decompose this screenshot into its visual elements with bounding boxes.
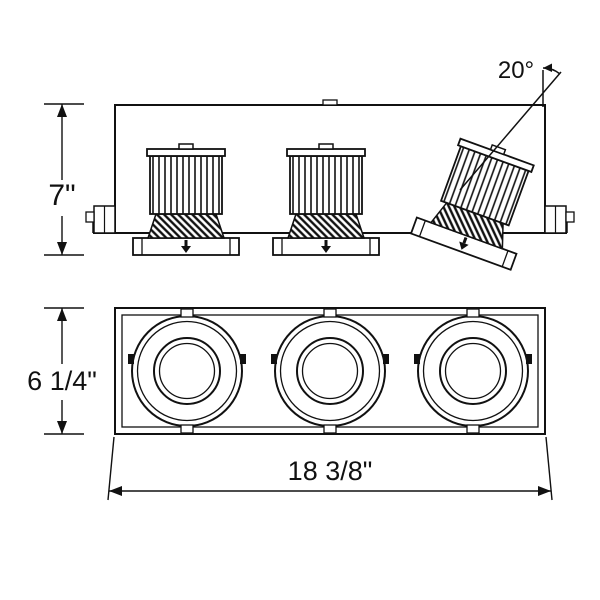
angle-arc-arrowhead xyxy=(543,63,552,72)
extension-line-right xyxy=(545,436,553,501)
extension-line-left xyxy=(107,436,115,501)
arrowhead-down xyxy=(57,242,67,255)
arrowhead-right xyxy=(538,486,551,496)
left-mounting-bracket xyxy=(85,205,116,234)
gimbal-ring xyxy=(422,320,524,422)
arrowhead-up xyxy=(57,104,67,117)
bottom-tab xyxy=(466,424,480,434)
bracket-tab xyxy=(85,211,95,223)
left-clip xyxy=(271,354,277,364)
bracket-tab xyxy=(565,211,575,223)
housing-top-notch xyxy=(322,99,338,106)
gimbal-ring xyxy=(136,320,238,422)
arrowhead-up xyxy=(57,308,67,321)
tilt-angle-label: 20° xyxy=(498,57,534,84)
right-clip xyxy=(526,354,532,364)
top-tab xyxy=(323,308,337,318)
lamp-aperture xyxy=(158,342,216,400)
side-view: 20° xyxy=(85,57,575,271)
top-tab xyxy=(180,308,194,318)
bottom-view xyxy=(114,307,546,435)
height-dimension-label: 7" xyxy=(48,179,75,212)
right-mounting-bracket xyxy=(544,205,575,234)
left-clip xyxy=(414,354,420,364)
overall-width-dimension-label: 18 3/8" xyxy=(288,456,373,486)
bottom-tab xyxy=(180,424,194,434)
trim-opening-center xyxy=(271,308,389,434)
gimbal-ring xyxy=(279,320,381,422)
trim-opening-right xyxy=(414,308,532,434)
aperture-ring xyxy=(153,337,221,405)
right-clip xyxy=(383,354,389,364)
right-clip xyxy=(240,354,246,364)
trim-height-dimension-label: 6 1/4" xyxy=(27,366,97,396)
aperture-ring xyxy=(296,337,364,405)
overall-width-dimension: 18 3/8" xyxy=(107,436,553,501)
bottom-tab xyxy=(323,424,337,434)
height-dimension: 7" xyxy=(44,103,84,256)
lamp-aperture xyxy=(301,342,359,400)
trim-height-dimension: 6 1/4" xyxy=(27,307,97,435)
tilt-angle-annotation: 20° xyxy=(459,57,562,191)
left-clip xyxy=(128,354,134,364)
aperture-ring xyxy=(439,337,507,405)
tilt-axis-line xyxy=(459,71,562,191)
lamp-aperture xyxy=(444,342,502,400)
arrowhead-left xyxy=(109,486,122,496)
top-tab xyxy=(466,308,480,318)
trim-frame-outer xyxy=(114,307,546,435)
arrowhead-down xyxy=(57,421,67,434)
trim-opening-left xyxy=(128,308,246,434)
